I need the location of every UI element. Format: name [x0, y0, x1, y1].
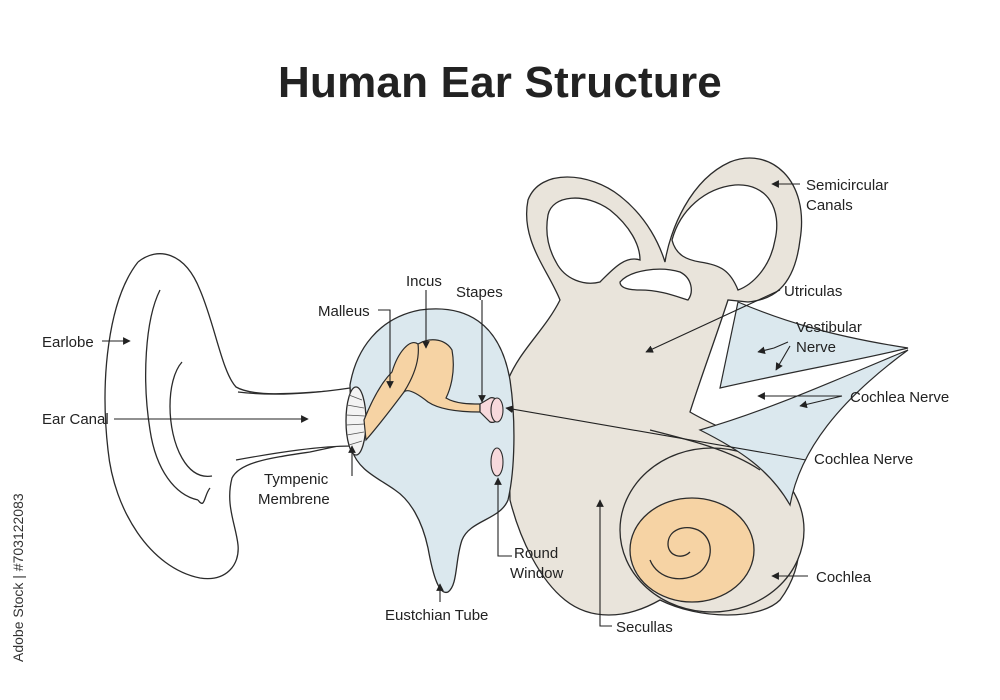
label-tympanic-1: Tympenic	[264, 471, 329, 488]
helix-top	[137, 253, 346, 395]
label-round-window-2: Window	[510, 565, 564, 582]
label-earlobe: Earlobe	[42, 334, 94, 351]
oval-window	[490, 397, 504, 423]
label-cochlea-nerve-1: Cochlea Nerve	[850, 389, 949, 406]
inner-ear	[507, 157, 805, 616]
labels: Earlobe Ear Canal Malleus Incus Stapes T…	[42, 177, 949, 636]
arrow-malleus	[378, 309, 394, 389]
cochlea-core	[629, 497, 755, 603]
arrow-vestibular-a	[757, 341, 789, 355]
ear-canal	[235, 387, 353, 461]
label-semicircular-2: Canals	[806, 197, 853, 214]
label-incus: Incus	[406, 273, 442, 290]
outer-ear	[104, 253, 346, 580]
label-eustachian-tube: Eustchian Tube	[385, 607, 488, 624]
arrow-cochlea-nerve-2	[505, 405, 807, 461]
inner-fold	[169, 361, 213, 478]
label-vestibular-1: Vestibular	[796, 319, 862, 336]
arrow-round-window	[494, 477, 512, 557]
label-stapes: Stapes	[456, 284, 503, 301]
label-tympanic-2: Membrene	[258, 491, 330, 508]
canal-opening-2	[671, 184, 778, 291]
arrow-cochlea-nerve-1b	[799, 395, 843, 409]
auricle-outline	[104, 261, 339, 580]
label-vestibular-2: Nerve	[796, 339, 836, 356]
round-window	[490, 447, 504, 477]
label-cochlea: Cochlea	[816, 569, 872, 586]
tympanic-hatching	[345, 394, 366, 446]
label-sacculus: Secullas	[616, 619, 673, 636]
canal-opening-3	[619, 268, 692, 301]
cochlea-groove	[649, 429, 761, 471]
lobe-curl	[197, 487, 211, 504]
label-utriculus: Utriculas	[784, 283, 842, 300]
page-title: Human Ear Structure	[278, 58, 722, 107]
vestibular-nerve	[719, 301, 909, 389]
leader-lines	[102, 180, 843, 627]
label-ear-canal: Ear Canal	[42, 411, 109, 428]
cochlea-spiral	[649, 527, 711, 580]
label-cochlea-nerve-2: Cochlea Nerve	[814, 451, 913, 468]
middle-ear	[235, 308, 515, 593]
arrow-vestibular-b	[775, 345, 791, 371]
arrow-sacculus	[596, 499, 612, 627]
antihelix	[145, 289, 199, 501]
label-round-window-1: Round	[514, 545, 558, 562]
canal-opening-1	[546, 197, 641, 284]
label-semicircular-1: Semicircular	[806, 177, 889, 194]
label-malleus: Malleus	[318, 303, 370, 320]
arrow-utriculus	[645, 289, 781, 353]
